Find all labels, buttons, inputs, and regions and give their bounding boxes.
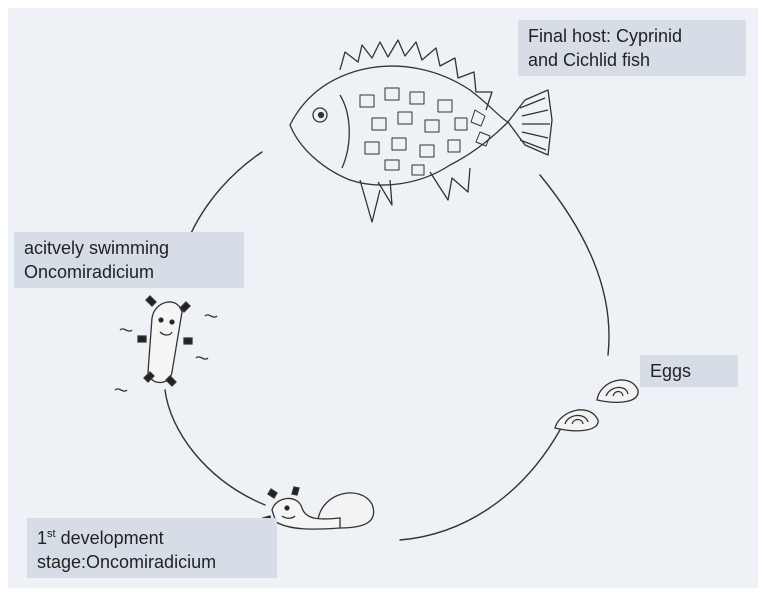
development-label-line1: 1st development xyxy=(37,522,267,550)
swimming-label-line2: Oncomiradicium xyxy=(24,260,234,284)
fish-pupil xyxy=(319,113,324,118)
cycle-arc-eggs-to-stage xyxy=(400,430,560,540)
larva-eye xyxy=(285,506,289,510)
development-stage-illustration xyxy=(263,487,374,529)
eggs-label-text: Eggs xyxy=(650,359,728,383)
fish-tail xyxy=(508,90,552,155)
final-host-label: Final host: Cyprinid and Cichlid fish xyxy=(518,20,746,76)
swimming-label-line1: acitvely swimming xyxy=(24,236,234,260)
swimmer-eye-right xyxy=(170,320,174,324)
swimming-stage-label: acitvely swimming Oncomiradicium xyxy=(14,232,244,288)
egg-1 xyxy=(555,410,598,431)
cycle-arrows xyxy=(165,152,609,540)
development-label-line2: stage:Oncomiradicium xyxy=(37,550,267,574)
stage-ordinal-number: 1 xyxy=(37,528,47,548)
cycle-arc-stage-to-swimmer xyxy=(165,390,265,505)
cycle-arc-swimmer-to-fish xyxy=(188,152,262,240)
stage-ordinal-suffix: st xyxy=(47,528,56,540)
eggs-illustration xyxy=(555,380,638,431)
stage-title: development xyxy=(56,528,164,548)
fish-gill-line xyxy=(340,95,349,168)
fish-tail-rays xyxy=(520,98,550,150)
final-host-label-line2: and Cichlid fish xyxy=(528,48,736,72)
swimmer-body xyxy=(148,302,182,383)
development-stage-label: 1st development stage:Oncomiradicium xyxy=(27,518,277,578)
swimmer-eye-left xyxy=(159,318,163,322)
swimming-oncomiradicium-illustration xyxy=(115,296,217,391)
fish-scale-pattern xyxy=(360,88,490,175)
fish-illustration xyxy=(290,40,552,222)
eggs-label: Eggs xyxy=(640,355,738,387)
cycle-arc-fish-to-eggs xyxy=(540,175,609,355)
fish-ventral-fin xyxy=(360,180,392,222)
final-host-label-line1: Final host: Cyprinid xyxy=(528,24,736,48)
fish-dorsal-fin xyxy=(340,40,492,110)
